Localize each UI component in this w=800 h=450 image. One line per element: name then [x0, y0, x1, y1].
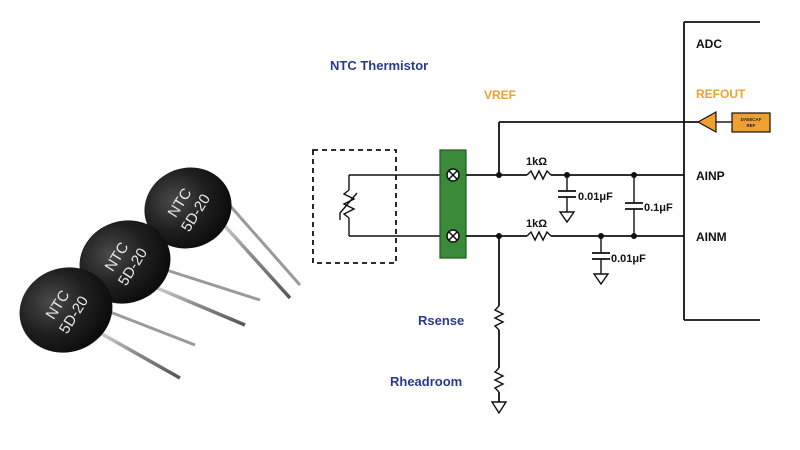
rsense-label: Rsense [418, 313, 464, 328]
lead-wire [94, 328, 181, 380]
resistor-zigzag-icon [526, 169, 552, 181]
rheadroom-label: Rheadroom [390, 374, 462, 389]
screw-terminal-block [439, 149, 467, 259]
thermistor-dashed-box [312, 149, 397, 264]
screw-terminal-icon [446, 168, 460, 182]
screw-terminal-icon [446, 229, 460, 243]
ainm-label: AINM [696, 230, 727, 244]
ntc-thermistor-label: NTC Thermistor [330, 58, 428, 73]
disc-body [19, 267, 113, 353]
reference-chip [731, 112, 771, 133]
capacitor-icon [558, 175, 576, 212]
triangle-buffer-icon [696, 110, 717, 134]
refout-label: REFOUT [696, 87, 746, 101]
disc-body [144, 167, 232, 249]
vref-label: VREF [484, 88, 516, 102]
resistor-zigzag-icon [493, 367, 505, 393]
resistor-zigzag-icon [493, 305, 505, 331]
capacitor-icon [625, 175, 643, 236]
lead-wire [104, 308, 196, 347]
reference-chip-label-line2: REF [747, 123, 756, 128]
r-bottom-value: 1kΩ [526, 218, 547, 230]
c-diff-value: 0.1μF [644, 202, 673, 214]
thermistor-disc-1: NTC 5D-20 [19, 267, 196, 380]
ground-symbol-icon [490, 401, 508, 415]
c-bottom-value: 0.01μF [611, 253, 646, 265]
c-top-value: 0.01μF [578, 191, 613, 203]
adc-label: ADC [696, 37, 722, 51]
lead-wire [149, 283, 246, 327]
thermistor-disc-3: NTC 5D-20 [144, 167, 302, 300]
schematic: NTC Thermistor VR [312, 21, 771, 415]
ground-symbol-icon [592, 273, 610, 286]
thermistor-symbol-icon [339, 174, 440, 237]
lead-wire [159, 266, 261, 302]
ainp-label: AINP [696, 169, 725, 183]
ground-symbol-icon [558, 211, 576, 224]
capacitor-icon [592, 236, 610, 274]
reference-chip-label-line1: DA50CAF [741, 117, 762, 122]
lead-wire [213, 213, 292, 300]
r-top-value: 1kΩ [526, 156, 547, 168]
resistor-zigzag-icon [526, 230, 552, 242]
thermistor-photo: NTC 5D-20 NTC 5D-20 NTC 5D-20 [19, 167, 302, 380]
lead-wire [223, 199, 302, 286]
